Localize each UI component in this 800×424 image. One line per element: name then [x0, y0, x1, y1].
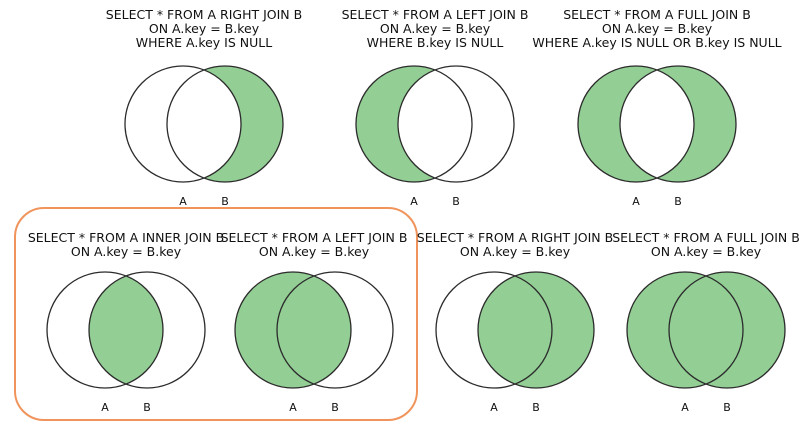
diagram-left-join-exclusive: SELECT * FROM A LEFT JOIN B ON A.key = B… [305, 8, 565, 213]
sql-query-line: ON A.key = B.key [258, 244, 370, 259]
circle-b-label: B [723, 401, 731, 414]
circle-b-label: B [674, 195, 682, 208]
circle-b-label: B [221, 195, 229, 208]
circle-a-outline [234, 271, 352, 389]
sql-query: SELECT * FROM A RIGHT JOIN B ON A.key = … [400, 231, 630, 259]
circle-b-label: B [143, 401, 151, 414]
sql-query-line: SELECT * FROM A FULL JOIN B [612, 230, 800, 245]
sql-query-line: SELECT * FROM A FULL JOIN B [563, 7, 751, 22]
venn-circle [235, 272, 351, 388]
sql-query-line: ON A.key = B.key [70, 244, 182, 259]
venn-circle [125, 66, 241, 182]
circle-b-label: B [532, 401, 540, 414]
venn-diagram: A B [435, 271, 595, 414]
circle-a-outline [626, 271, 744, 389]
sql-query: SELECT * FROM A LEFT JOIN B ON A.key = B… [199, 231, 429, 259]
diagram-right-join: SELECT * FROM A RIGHT JOIN B ON A.key = … [400, 231, 630, 419]
circle-a-label: A [632, 195, 640, 208]
sql-query-line: ON A.key = B.key [650, 244, 762, 259]
circle-a-label: A [289, 401, 297, 414]
sql-query-line: ON A.key = B.key [379, 21, 491, 36]
venn-diagram: A B [234, 271, 394, 414]
circle-a-outline [435, 271, 553, 389]
circle-a-outline [124, 65, 242, 183]
circle-b-outline [477, 271, 595, 389]
venn-fill-region [578, 66, 736, 182]
diagram-inner-join: SELECT * FROM A INNER JOIN B ON A.key = … [11, 231, 241, 419]
diagram-right-join-exclusive: SELECT * FROM A RIGHT JOIN B ON A.key = … [74, 8, 334, 213]
sql-query: SELECT * FROM A FULL JOIN B ON A.key = B… [527, 8, 787, 50]
sql-query-line: WHERE A.key IS NULL OR B.key IS NULL [532, 35, 782, 50]
circle-b-outline [276, 271, 394, 389]
sql-query-line: SELECT * FROM A INNER JOIN B [27, 230, 225, 245]
sql-query: SELECT * FROM A FULL JOIN B ON A.key = B… [591, 231, 800, 259]
venn-diagram: A B [626, 271, 786, 414]
sql-query-line: SELECT * FROM A LEFT JOIN B [220, 230, 408, 245]
circle-a-outline [46, 271, 164, 389]
sql-query: SELECT * FROM A RIGHT JOIN B ON A.key = … [74, 8, 334, 50]
sql-query-line: WHERE B.key IS NULL [366, 35, 504, 50]
circle-a-label: A [101, 401, 109, 414]
circle-b-outline [668, 271, 786, 389]
circle-b-label: B [452, 195, 460, 208]
diagram-full-join: SELECT * FROM A FULL JOIN B ON A.key = B… [591, 231, 800, 419]
highlight-box [14, 207, 418, 421]
sql-query: SELECT * FROM A LEFT JOIN B ON A.key = B… [305, 8, 565, 50]
circle-b-outline [397, 65, 515, 183]
venn-fill-region [89, 272, 163, 388]
diagram-full-join-exclusive: SELECT * FROM A FULL JOIN B ON A.key = B… [527, 8, 787, 213]
circle-b-outline [619, 65, 737, 183]
venn-diagram: A B [46, 271, 206, 414]
venn-diagram: A B [355, 65, 515, 208]
circle-a-label: A [179, 195, 187, 208]
circle-b-outline [166, 65, 284, 183]
sql-query-line: WHERE A.key IS NULL [135, 35, 273, 50]
venn-circle [478, 272, 594, 388]
venn-diagram: A B [577, 65, 737, 208]
diagram-left-join: SELECT * FROM A LEFT JOIN B ON A.key = B… [199, 231, 429, 419]
circle-a-label: A [681, 401, 689, 414]
sql-query-line: SELECT * FROM A RIGHT JOIN B [105, 7, 303, 22]
circle-a-label: A [490, 401, 498, 414]
sql-query-line: ON A.key = B.key [148, 21, 260, 36]
venn-circle [398, 66, 514, 182]
circle-b-outline [88, 271, 206, 389]
sql-query-line: SELECT * FROM A RIGHT JOIN B [416, 230, 614, 245]
circle-b-label: B [331, 401, 339, 414]
sql-query: SELECT * FROM A INNER JOIN B ON A.key = … [11, 231, 241, 259]
circle-a-outline [577, 65, 695, 183]
sql-query-line: SELECT * FROM A LEFT JOIN B [341, 7, 529, 22]
circle-a-outline [355, 65, 473, 183]
venn-diagram: A B [124, 65, 284, 208]
circle-a-label: A [410, 195, 418, 208]
venn-circle [669, 272, 785, 388]
sql-query-line: ON A.key = B.key [601, 21, 713, 36]
sql-query-line: ON A.key = B.key [459, 244, 571, 259]
